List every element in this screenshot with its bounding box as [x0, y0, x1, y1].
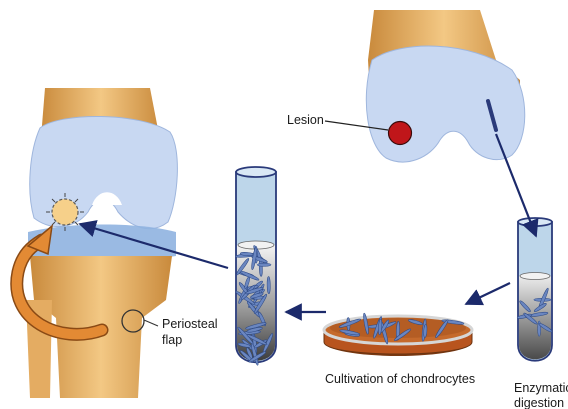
lesion-label: Lesion — [287, 113, 324, 127]
lesion — [389, 122, 412, 145]
digestion-tube — [517, 218, 553, 361]
chondrocyte-cell — [257, 263, 271, 266]
petri-dish — [324, 313, 472, 356]
femur-with-lesion — [325, 10, 525, 162]
arrow-digestion-to-dish — [466, 283, 510, 304]
knee-joint-left — [17, 88, 178, 398]
chondrocyte-cell — [267, 276, 270, 293]
periosteal-label-line2: flap — [162, 333, 182, 347]
periosteal-label-line1: Periosteal — [162, 317, 218, 331]
implant-circle — [52, 199, 78, 225]
cultivation-label: Cultivation of chondrocytes — [325, 372, 475, 386]
enzymatic-label-line1: Enzymatic — [514, 381, 568, 395]
culture-tube — [235, 167, 276, 366]
periosteal-leader — [144, 320, 158, 326]
small-tube-rim — [518, 218, 552, 226]
enzymatic-label-line2: digestion — [514, 396, 564, 409]
tube-rim — [236, 167, 276, 177]
